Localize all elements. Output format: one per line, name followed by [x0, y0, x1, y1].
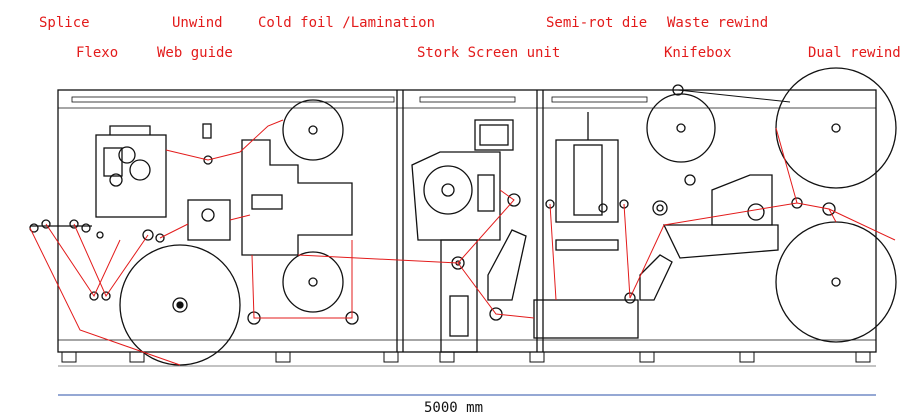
stork-arm — [487, 229, 527, 301]
web-guide — [187, 199, 231, 241]
waste-rewind-roll — [646, 93, 716, 163]
cold-foil-roll-bottom — [282, 251, 344, 313]
lamination-plate — [241, 139, 353, 256]
web-path-splice — [29, 227, 181, 366]
stork-display — [474, 119, 514, 151]
stork-column — [440, 239, 478, 353]
semi-rot-die-frame — [555, 139, 619, 223]
stork-screen-unit — [411, 151, 501, 241]
label-web-guide: Web guide — [157, 45, 233, 61]
label-semi-rot-die: Semi-rot die — [546, 15, 648, 31]
knifebox-plate — [711, 174, 773, 226]
label-knifebox: Knifebox — [664, 45, 732, 61]
cold-foil-roll-top — [282, 99, 344, 161]
label-dual-rewind: Dual rewind — [808, 45, 901, 61]
dual-rewind-top — [775, 67, 897, 189]
dual-rewind-bottom — [775, 221, 897, 343]
label-stork-screen: Stork Screen unit — [417, 45, 561, 61]
label-flexo: Flexo — [76, 45, 119, 61]
label-waste-rewind: Waste rewind — [667, 15, 769, 31]
label-splice: Splice — [39, 15, 90, 31]
label-unwind: Unwind — [172, 15, 223, 31]
machine-frame — [57, 89, 877, 353]
machine-feet — [58, 351, 876, 367]
splice-rollers — [29, 219, 165, 301]
flexo-unit — [95, 134, 167, 218]
label-cold-foil: Cold foil /Lamination — [258, 15, 436, 31]
die-base — [533, 299, 639, 339]
knifebox-tray — [662, 224, 779, 259]
dimension-label: 5000 mm — [424, 400, 484, 416]
